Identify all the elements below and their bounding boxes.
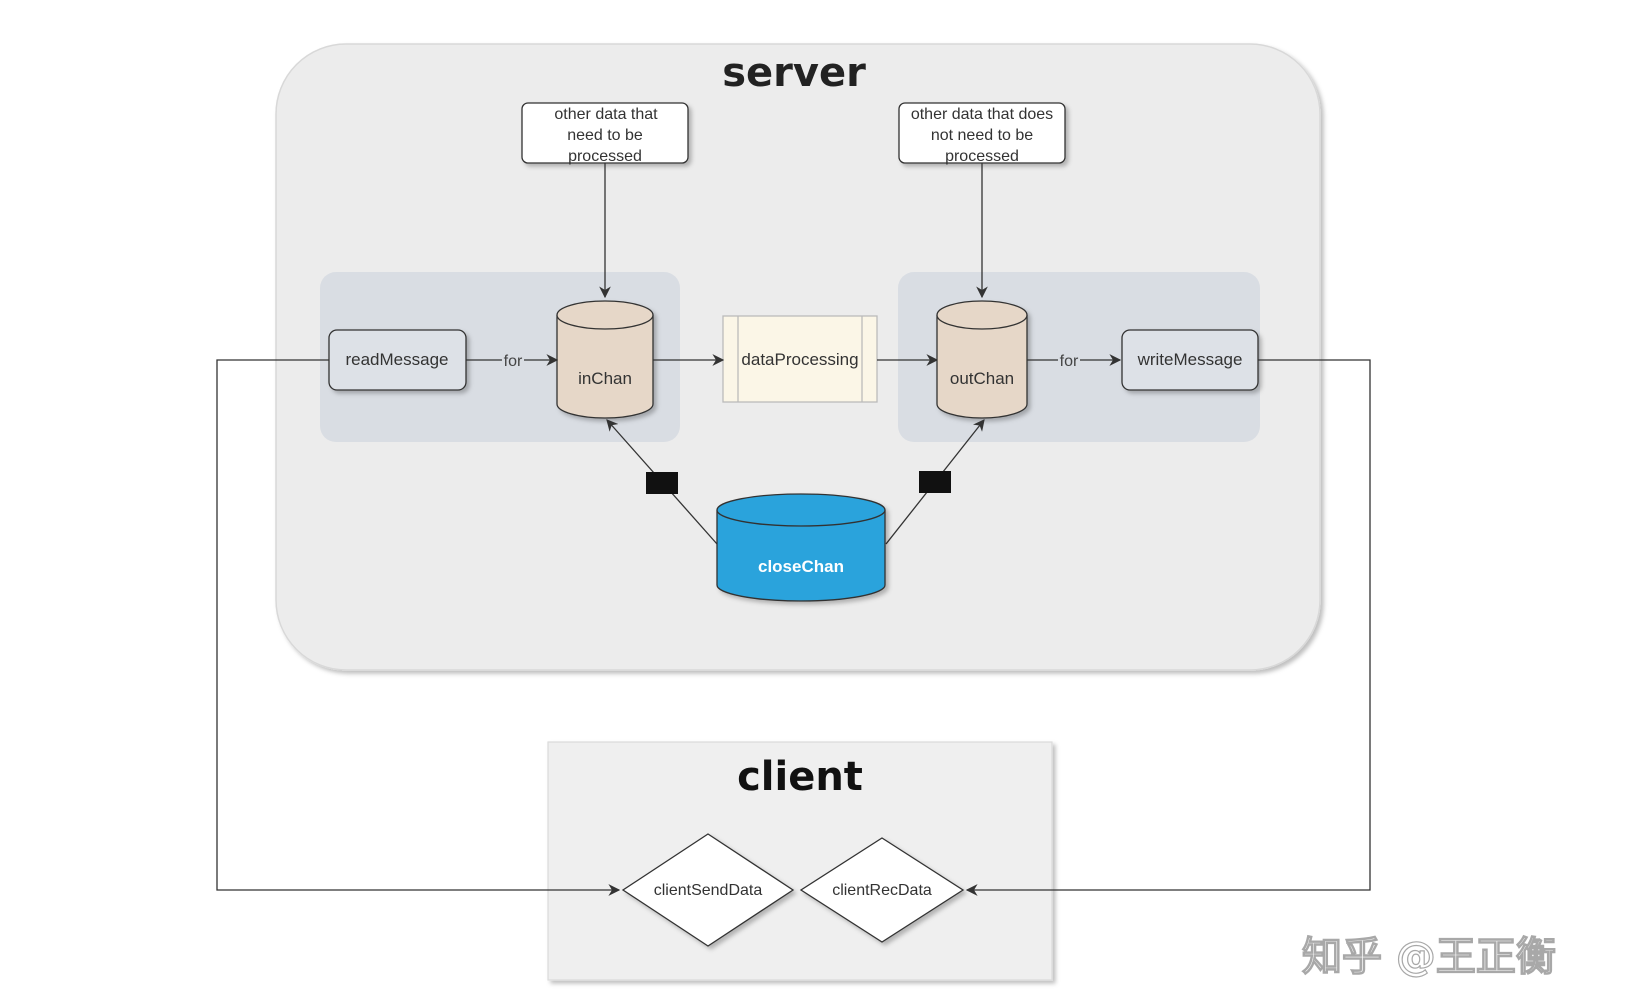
note-out-line-2: not need to be — [931, 127, 1033, 144]
close-chan-node — [716, 493, 886, 602]
note-out-line-1: other data that does — [911, 106, 1053, 123]
out-chan-node — [936, 300, 1028, 419]
read-message-label: readMessage — [345, 350, 448, 369]
client-rec-label: clientRecData — [832, 882, 932, 899]
note-in-line-1: other data that — [554, 106, 658, 123]
edge-label-for-2: for — [1060, 353, 1079, 370]
data-processing-label: dataProcessing — [741, 350, 858, 369]
watermark-text: 知乎 @王正衡 — [1302, 934, 1556, 980]
note-out-line-3: processed — [945, 148, 1019, 165]
server-title: server — [722, 50, 866, 96]
note-in-line-2: need to be — [567, 127, 643, 144]
client-container — [547, 741, 1053, 981]
data-processing-node — [722, 315, 878, 403]
edge-read-to-client-send — [216, 359, 621, 896]
client-send-node — [621, 833, 795, 947]
edge-closechan-inchan-marker — [646, 472, 678, 494]
client-title: client — [737, 754, 863, 800]
close-chan-label: closeChan — [758, 557, 844, 576]
edge-write-to-client-rec — [965, 359, 1371, 896]
out-chan-label: outChan — [950, 369, 1014, 388]
in-chan-node — [556, 300, 654, 419]
write-message-label: writeMessage — [1137, 350, 1243, 369]
client-rec-node — [799, 837, 965, 943]
in-chan-label: inChan — [578, 369, 632, 388]
note-in-line-3: processed — [568, 148, 642, 165]
client-send-label: clientSendData — [654, 882, 763, 899]
edge-label-for-1: for — [504, 353, 523, 370]
edge-closechan-outchan-marker — [919, 471, 951, 493]
